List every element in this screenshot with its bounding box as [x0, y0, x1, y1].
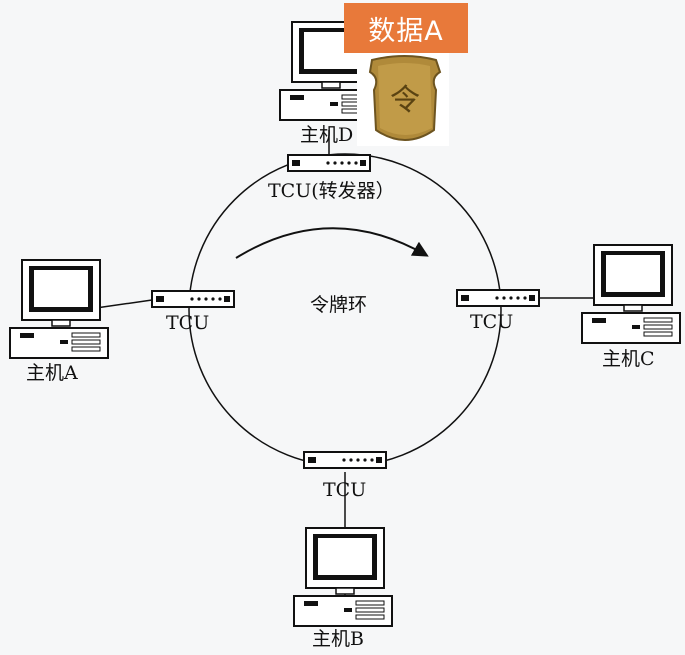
tcu-left-device[interactable] [151, 290, 235, 308]
clockwise-arrow-icon [235, 227, 429, 259]
host-b-computer-icon[interactable] [293, 527, 393, 627]
data-a-badge: 数据A [344, 3, 468, 53]
ring-label: 令牌环 [310, 294, 368, 316]
link-host-a [95, 299, 153, 309]
host-a-computer-icon[interactable] [9, 259, 109, 359]
tcu-left-label: TCU [166, 312, 210, 334]
host-c-computer-icon[interactable] [581, 244, 681, 344]
token-glyph: 令 [390, 83, 420, 118]
token-plaque-icon: 令 [357, 53, 449, 146]
host-c-label: 主机C [602, 348, 655, 370]
host-a-label: 主机A [26, 362, 78, 384]
tcu-bottom-device[interactable] [303, 451, 387, 469]
host-b-label: 主机B [312, 628, 364, 650]
tcu-top-device[interactable] [287, 154, 371, 172]
tcu-bottom-label: TCU [323, 479, 367, 501]
tcu-top-label: TCU(转发器） [268, 180, 395, 202]
tcu-right-device[interactable] [456, 289, 540, 307]
data-a-badge-text: 数据A [368, 15, 444, 47]
tcu-right-label: TCU [470, 311, 514, 333]
host-d-label: 主机D [300, 124, 354, 146]
